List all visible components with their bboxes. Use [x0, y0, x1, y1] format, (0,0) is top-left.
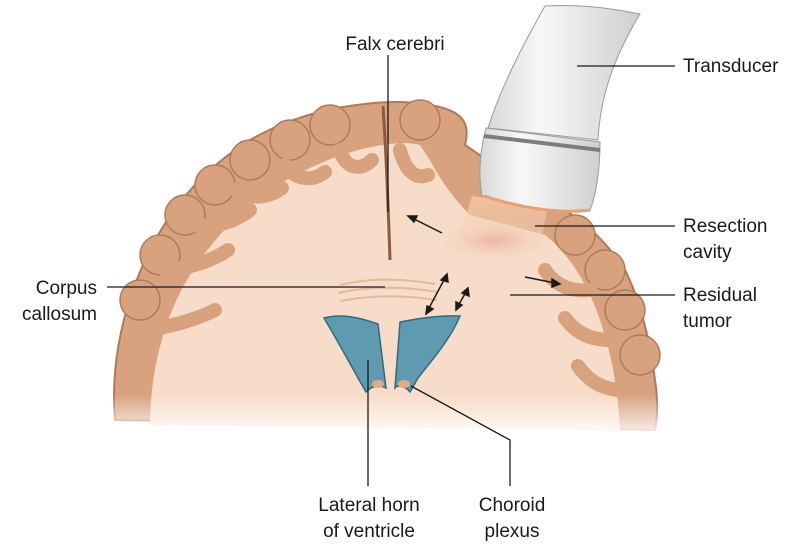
label-falx-cerebri: Falx cerebri — [345, 34, 444, 55]
gyrus — [605, 290, 645, 330]
bottom-fade — [100, 395, 680, 440]
label-transducer: Transducer — [683, 56, 779, 77]
gyrus — [120, 280, 160, 320]
label-resection-line2: cavity — [683, 242, 732, 263]
label-residual-line1: Residual — [683, 285, 757, 306]
label-resection-line1: Resection — [683, 216, 768, 237]
label-choroid-line2: plexus — [485, 521, 540, 542]
transducer-handle — [488, 5, 640, 140]
choroid-plexus-right — [398, 380, 410, 388]
label-choroid-line1: Choroid — [479, 495, 546, 516]
gyrus — [310, 105, 350, 145]
gyrus — [620, 335, 660, 375]
label-lateral-line2: of ventricle — [323, 521, 415, 542]
gyrus — [270, 120, 310, 160]
gyrus — [400, 100, 440, 140]
gyrus — [230, 140, 270, 180]
ultrasound-transducer — [480, 5, 640, 211]
gyrus — [555, 215, 595, 255]
label-residual-line2: tumor — [683, 311, 732, 332]
label-corpus-line2: callosum — [22, 304, 97, 325]
label-lateral-line1: Lateral horn — [318, 495, 419, 516]
gyrus — [195, 165, 235, 205]
label-corpus-line1: Corpus — [36, 278, 97, 299]
choroid-plexus-left — [372, 380, 384, 388]
